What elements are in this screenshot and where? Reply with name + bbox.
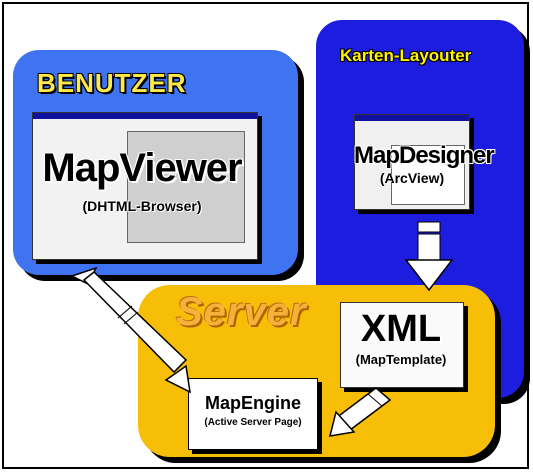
mapdesigner-screenshot [354, 114, 470, 210]
karten-layouter-title: Karten-Layouter [340, 46, 472, 65]
window-titlebar [355, 115, 469, 121]
xml-label: XML [360, 308, 442, 350]
window-titlebar [33, 113, 257, 119]
mapengine-box: MapEngine (Active Server Page) [188, 378, 318, 450]
map-area [127, 131, 245, 243]
mapengine-label: MapEngine [204, 393, 301, 413]
mapdesigner-sublabel: (ArcView) [379, 170, 445, 186]
arrow-designer-to-xml [404, 221, 454, 292]
server-title: Server [176, 290, 307, 334]
xml-document [340, 302, 464, 388]
map-area [391, 145, 465, 205]
mapviewer-label: MapViewer [42, 146, 242, 190]
mapviewer-screenshot [32, 112, 258, 260]
arrow-viewer-engine [70, 266, 191, 394]
benutzer-title: BENUTZER [37, 68, 187, 98]
xml-sublabel: (MapTemplate) [355, 352, 447, 367]
mapengine-sublabel: (Active Server Page) [204, 417, 302, 428]
arrow-xml-to-engine [328, 387, 392, 437]
mapviewer-sublabel: (DHTML-Browser) [82, 198, 202, 214]
